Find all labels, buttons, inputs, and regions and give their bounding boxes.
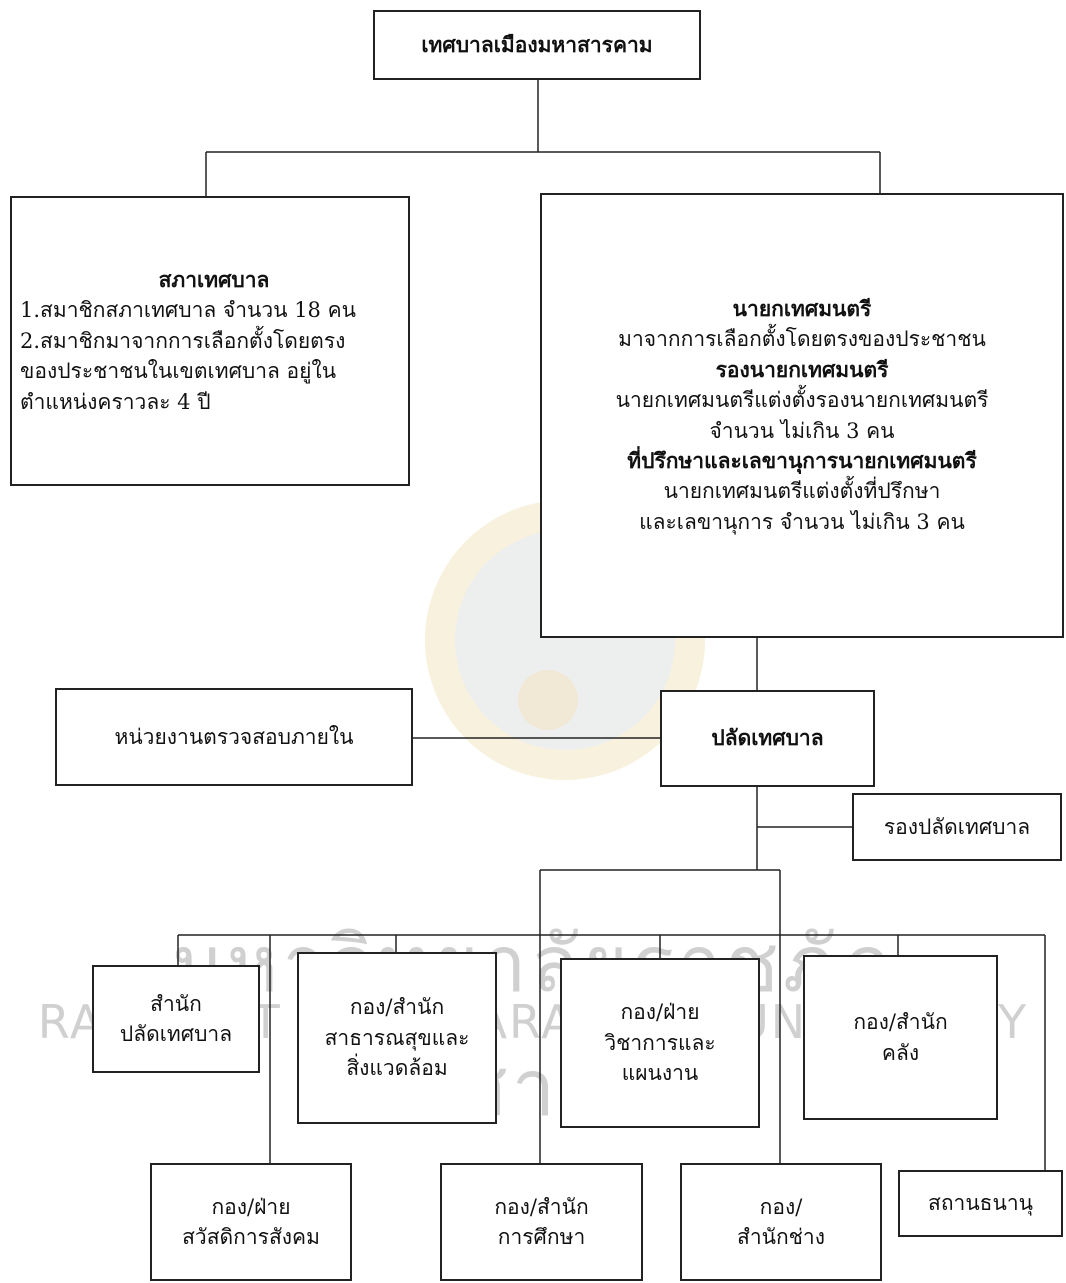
engineering-division-box: กอง/ สำนักช่าง — [680, 1163, 882, 1281]
engineering-line-2: สำนักช่าง — [737, 1225, 825, 1249]
academic-division-box: กอง/ฝ่าย วิชาการและ แผนงาน — [560, 958, 760, 1128]
pawnshop-box: สถานธนานุ — [898, 1170, 1063, 1237]
health-line-3: สิ่งแวดล้อม — [346, 1056, 448, 1081]
mayor-title: นายกเทศมนตรี — [732, 295, 872, 321]
finance-line-1: กอง/สำนัก — [853, 1010, 948, 1035]
internal-audit-label: หน่วยงานตรวจสอบภายใน — [114, 724, 354, 749]
advisor-title: ที่ปรึกษาและเลขานุการนายกเทศมนตรี — [627, 447, 977, 473]
mayor-line-2: นายกเทศมนตรีแต่งตั้งรองนายกเทศมนตรี — [615, 388, 989, 413]
deputy-mayor-title: รองนายกเทศมนตรี — [715, 356, 889, 382]
health-line-1: กอง/สำนัก — [349, 995, 445, 1020]
academic-line-1: กอง/ฝ่าย — [620, 1000, 700, 1025]
finance-division-box: กอง/สำนัก คลัง — [803, 955, 998, 1120]
council-line-4: ตำแหน่งคราวละ 4 ปี — [20, 389, 211, 414]
mayor-line-1: มาจากการเลือกตั้งโดยตรงของประชาชน — [618, 327, 986, 352]
health-line-2: สาธารณสุขและ — [324, 1025, 470, 1050]
education-line-2: การศึกษา — [497, 1225, 586, 1249]
pawnshop-label: สถานธนานุ — [928, 1191, 1033, 1216]
mayor-line-4: นายกเทศมนตรีแต่งตั้งที่ปรึกษา — [663, 479, 941, 504]
root-box: เทศบาลเมืองมหาสารคาม — [373, 10, 701, 80]
council-line-3: ของประชาชนในเขตเทศบาล อยู่ใน — [20, 359, 337, 384]
council-line-2: 2.สมาชิกมาจากการเลือกตั้งโดยตรง — [20, 328, 346, 353]
academic-line-2: วิชาการและ — [604, 1030, 716, 1055]
welfare-division-box: กอง/ฝ่าย สวัสดิการสังคม — [150, 1163, 352, 1281]
clerk-office-line-1: สำนัก — [150, 991, 202, 1016]
finance-line-2: คลัง — [881, 1040, 920, 1065]
council-box: สภาเทศบาล 1.สมาชิกสภาเทศบาล จำนวน 18 คน … — [10, 196, 410, 486]
health-division-box: กอง/สำนัก สาธารณสุขและ สิ่งแวดล้อม — [297, 952, 497, 1124]
mayor-line-5: และเลขานุการ จำนวน ไม่เกิน 3 คน — [639, 509, 965, 534]
education-line-1: กอง/สำนัก — [494, 1194, 589, 1219]
mayor-line-3: จำนวน ไม่เกิน 3 คน — [709, 418, 895, 443]
welfare-line-2: สวัสดิการสังคม — [182, 1225, 320, 1249]
root-title: เทศบาลเมืองมหาสารคาม — [421, 31, 653, 57]
academic-line-3: แผนงาน — [621, 1061, 699, 1086]
council-line-1: 1.สมาชิกสภาเทศบาล จำนวน 18 คน — [20, 298, 356, 323]
clerk-office-line-2: ปลัดเทศบาล — [119, 1022, 233, 1046]
deputy-clerk-label: รองปลัดเทศบาล — [883, 814, 1031, 839]
municipal-clerk-box: ปลัดเทศบาล — [660, 690, 875, 787]
municipal-clerk-label: ปลัดเทศบาล — [711, 725, 824, 751]
education-division-box: กอง/สำนัก การศึกษา — [440, 1163, 643, 1281]
engineering-line-1: กอง/ — [759, 1194, 803, 1219]
mayor-box: นายกเทศมนตรี มาจากการเลือกตั้งโดยตรงของป… — [540, 193, 1064, 638]
council-title: สภาเทศบาล — [158, 266, 270, 292]
internal-audit-box: หน่วยงานตรวจสอบภายใน — [55, 688, 413, 786]
welfare-line-1: กอง/ฝ่าย — [211, 1194, 291, 1219]
deputy-clerk-box: รองปลัดเทศบาล — [852, 793, 1062, 861]
clerk-office-box: สำนัก ปลัดเทศบาล — [92, 965, 260, 1073]
